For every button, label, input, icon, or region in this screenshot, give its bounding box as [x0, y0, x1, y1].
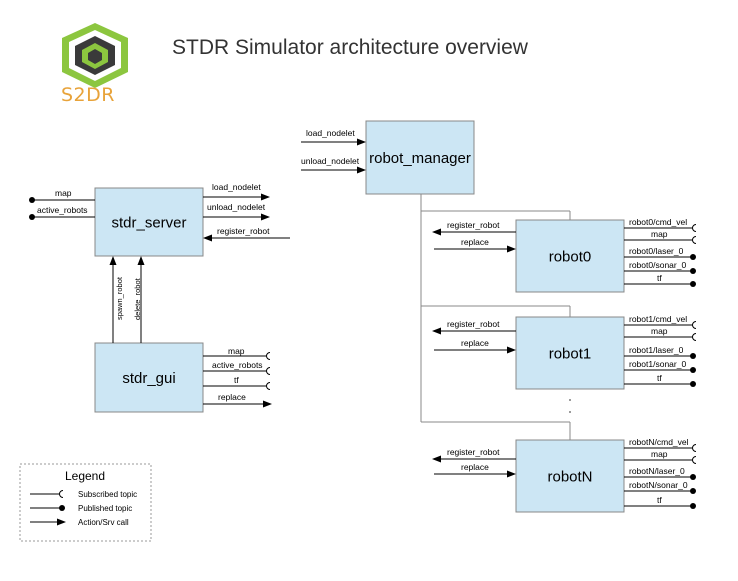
- robot0-box: [515, 219, 625, 293]
- robot1-topic-4-publisher-dot: [690, 381, 696, 387]
- robotN-topic-0-label: robotN/cmd_vel: [629, 437, 689, 447]
- rm-load-label: load_nodelet: [306, 128, 355, 138]
- robotN-topic-3-publisher-dot: [690, 488, 696, 494]
- robot1-topic-0-subscriber-end: [692, 321, 697, 329]
- legend-action-label: Action/Srv call: [78, 518, 129, 527]
- robot1-register-label: register_robot: [447, 319, 500, 329]
- robot0-topic-0-label: robot0/cmd_vel: [629, 217, 687, 227]
- robot1-topic-3-label: robot1/sonar_0: [629, 359, 686, 369]
- robot1-topic-2-label: robot1/laser_0: [629, 345, 684, 355]
- robot1-topic-2-publisher-dot: [690, 353, 696, 359]
- robot1-register-arrow-arrowhead: [432, 327, 441, 335]
- legend-title: Legend: [65, 469, 105, 483]
- robot0-topic-1-subscriber-end: [692, 236, 697, 244]
- robotN-topic-2-publisher-dot: [690, 474, 696, 480]
- robot0-topic-4-publisher-dot: [690, 281, 696, 287]
- ellipsis-dot-1: [569, 399, 571, 401]
- robot0-topic-4-label: tf: [657, 273, 662, 283]
- gui-map-label: map: [228, 346, 245, 356]
- robotN-label: robotN: [547, 468, 592, 485]
- legend-box: [19, 463, 152, 542]
- robot1-topic-3-publisher-dot: [690, 367, 696, 373]
- server-unload-label: unload_nodelet: [207, 202, 266, 212]
- robot1-topic-1-subscriber-end: [692, 333, 697, 341]
- stdr-server-label: stdr_server: [111, 214, 186, 231]
- robotN-topic-0-subscriber-end: [692, 444, 697, 452]
- robotN-topic-4-publisher-dot: [690, 503, 696, 509]
- s2dr-logo-icon: [62, 23, 128, 88]
- legend-subscribed-subscriber-end: [59, 490, 64, 498]
- robotN-topic-4-label: tf: [657, 495, 662, 505]
- server-load-arrow-arrowhead: [261, 193, 270, 201]
- server-active-robots-label: active_robots: [37, 205, 88, 215]
- robotN-topic-2-label: robotN/laser_0: [629, 466, 685, 476]
- robot0-register-label: register_robot: [447, 220, 500, 230]
- gui-spawn-arrow-arrowhead: [109, 256, 117, 265]
- robot1-label: robot1: [549, 345, 592, 362]
- robot0-topic-3-label: robot0/sonar_0: [629, 260, 686, 270]
- robot-manager-box: [365, 120, 475, 195]
- server-map-topic-publisher-dot: [29, 197, 35, 203]
- robot-manager-label: robot_manager: [369, 150, 471, 167]
- legend-subscribed-label: Subscribed topic: [78, 490, 137, 499]
- robot1-topic-1-label: map: [651, 326, 668, 336]
- robot1-replace-arrow-arrowhead: [507, 346, 516, 354]
- legend-published-publisher-dot: [59, 505, 65, 511]
- robotN-register-arrow-arrowhead: [432, 455, 441, 463]
- gui-tf-topic-subscriber-end: [266, 382, 271, 390]
- robotN-topic-3-label: robotN/sonar_0: [629, 480, 688, 490]
- stdr-gui-label: stdr_gui: [122, 370, 175, 387]
- gui-active-robots-topic-subscriber-end: [266, 367, 271, 375]
- robot0-replace-arrow-arrowhead: [507, 245, 516, 253]
- ellipsis-dot-2: [569, 411, 571, 413]
- server-register-label: register_robot: [217, 226, 270, 236]
- gui-map-topic-subscriber-end: [266, 352, 271, 360]
- stdr-gui-box: [94, 342, 204, 413]
- logo-text: S2DR: [61, 84, 115, 106]
- rm-load-arrow-arrowhead: [357, 138, 366, 146]
- page-title: STDR Simulator architecture overview: [172, 36, 528, 59]
- server-unload-arrow-arrowhead: [261, 213, 270, 221]
- robot0-register-arrow-arrowhead: [432, 228, 441, 236]
- robotN-box: [515, 439, 625, 513]
- robotN-topic-1-subscriber-end: [692, 456, 697, 464]
- gui-replace-label: replace: [218, 392, 246, 402]
- robot0-label: robot0: [549, 248, 592, 265]
- gui-delete-label: delete_robot: [133, 277, 142, 320]
- robot0-topic-3-publisher-dot: [690, 268, 696, 274]
- gui-tf-label: tf: [234, 375, 239, 385]
- gui-delete-arrow-arrowhead: [137, 256, 145, 265]
- robot1-topic-0-label: robot1/cmd_vel: [629, 314, 687, 324]
- robot0-topic-1-label: map: [651, 229, 668, 239]
- robot0-topic-0-subscriber-end: [692, 224, 697, 232]
- server-register-arrow-arrowhead: [203, 234, 212, 242]
- robotN-register-label: register_robot: [447, 447, 500, 457]
- robot0-replace-label: replace: [461, 237, 489, 247]
- robotN-replace-label: replace: [461, 462, 489, 472]
- legend-published-label: Published topic: [78, 504, 132, 513]
- robot1-box: [515, 316, 625, 390]
- rm-unload-arrow-arrowhead: [357, 166, 366, 174]
- robot0-topic-2-label: robot0/laser_0: [629, 246, 684, 256]
- rm-unload-label: unload_nodelet: [301, 156, 360, 166]
- robot1-replace-label: replace: [461, 338, 489, 348]
- stdr-server-box: [94, 187, 204, 257]
- gui-spawn-label: spawn_robot: [115, 276, 124, 320]
- server-map-label: map: [55, 188, 72, 198]
- server-active-robots-topic-publisher-dot: [29, 214, 35, 220]
- server-load-label: load_nodelet: [212, 182, 261, 192]
- robot1-topic-4-label: tf: [657, 373, 662, 383]
- robotN-replace-arrow-arrowhead: [507, 470, 516, 478]
- robotN-topic-1-label: map: [651, 449, 668, 459]
- robot0-topic-2-publisher-dot: [690, 254, 696, 260]
- gui-replace-arrow-arrowhead: [263, 400, 272, 408]
- gui-active-robots-label: active_robots: [212, 360, 263, 370]
- legend-action-arrowhead: [57, 518, 66, 526]
